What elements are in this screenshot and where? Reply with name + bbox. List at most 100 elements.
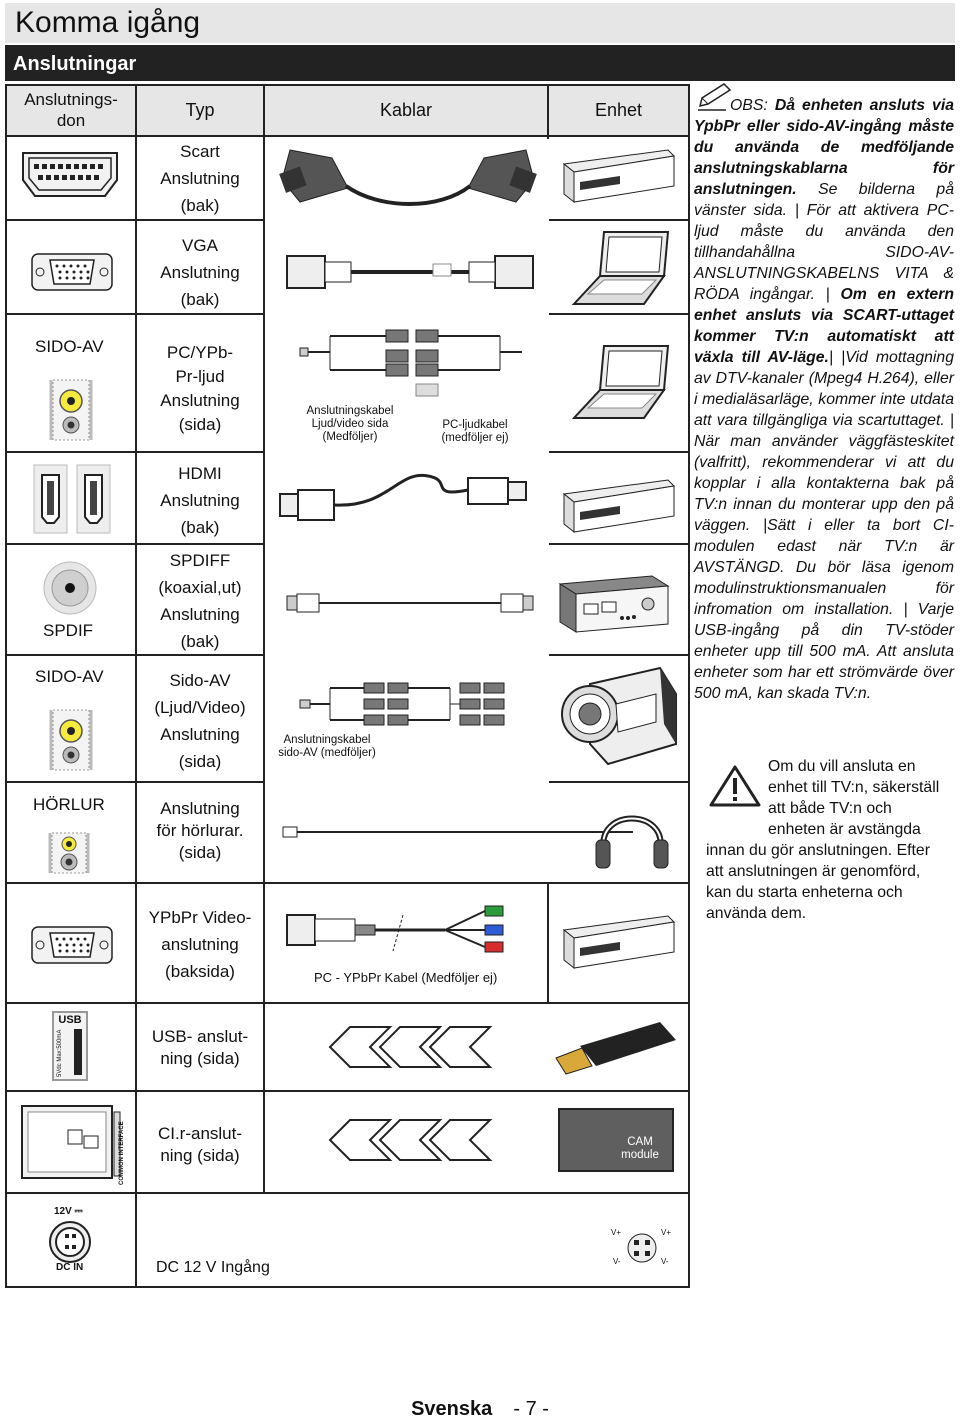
cam-module-label: CAM module bbox=[621, 1136, 659, 1161]
ypbpr-cable-label: PC - YPbPr Kabel (Medföljer ej) bbox=[314, 970, 498, 985]
vga-cable-icon bbox=[286, 255, 534, 289]
usb-port-spec: 5Vdc Max:500mA bbox=[57, 1029, 63, 1077]
camcorder-icon bbox=[561, 666, 677, 766]
vga-port-icon bbox=[31, 253, 113, 291]
spdif-port-icon bbox=[43, 561, 97, 615]
grid-hline bbox=[5, 1002, 690, 1004]
scart-port-icon bbox=[22, 152, 118, 197]
warning-body: Om du vill ansluta en enhet till TV:n, s… bbox=[706, 758, 940, 922]
dc-pin-diagram-icon bbox=[627, 1233, 657, 1263]
dvd-player-icon-3 bbox=[562, 915, 676, 970]
grid-hline bbox=[549, 219, 690, 221]
grid-vline bbox=[547, 84, 549, 139]
footer-page-number: - 7 - bbox=[513, 1398, 549, 1420]
grid-hline bbox=[5, 882, 690, 884]
dc-bottom-label: DC IN bbox=[56, 1262, 84, 1273]
grid-hline bbox=[5, 135, 690, 137]
cam-module-icon bbox=[558, 1108, 674, 1172]
grid-hline bbox=[549, 543, 690, 545]
usb-port-label: USB bbox=[58, 1014, 82, 1026]
ci-port-icon bbox=[21, 1105, 121, 1179]
obs-text-1: Se bilderna på vänster sida. | För att a… bbox=[694, 181, 954, 303]
side-av-port-icon bbox=[49, 379, 93, 441]
grid-hline bbox=[137, 781, 263, 783]
port-label-sideav-2: SIDO-AV bbox=[35, 667, 104, 686]
type-hdmi: HDMI Anslutning (bak) bbox=[160, 464, 240, 537]
insert-arrows-icon bbox=[328, 1026, 493, 1068]
grid-vline bbox=[135, 84, 137, 1288]
type-dc: DC 12 V Ingång bbox=[156, 1259, 270, 1276]
headphones-icon bbox=[595, 815, 669, 869]
note-pencil-icon bbox=[698, 83, 732, 111]
usb-slot bbox=[74, 1029, 82, 1075]
amplifier-icon bbox=[558, 575, 670, 633]
ypbpr-cable-icon bbox=[286, 905, 504, 953]
side-av-cable-label: Anslutningskabel sido-AV (medföljer) bbox=[278, 734, 376, 759]
dvd-player-icon bbox=[562, 149, 676, 204]
pin-label: V- bbox=[661, 1257, 669, 1266]
headphone-port-icon bbox=[48, 832, 90, 874]
grid-hline bbox=[5, 654, 135, 656]
grid-hline bbox=[137, 219, 263, 221]
header-type-label: Typ bbox=[185, 100, 215, 120]
grid-vline bbox=[263, 1004, 265, 1194]
connections-table bbox=[5, 84, 690, 1288]
header-type-bg bbox=[137, 86, 263, 135]
pin-label: V+ bbox=[611, 1228, 622, 1237]
ci-port-label: COMMON INTERFACE bbox=[119, 1121, 125, 1185]
side-av-port-icon-2 bbox=[49, 709, 93, 771]
header-device-bg bbox=[549, 86, 688, 135]
grid-hline bbox=[549, 451, 690, 453]
obs-bold: Då enheten ansluts via YpbPr eller sido-… bbox=[694, 97, 954, 198]
grid-vline bbox=[263, 84, 265, 1004]
usb-port-icon: USB 5Vdc Max:500mA bbox=[52, 1011, 88, 1081]
obs-label: OBS: bbox=[730, 97, 775, 114]
pc-audio-cable-label: PC-ljudkabel (medföljer ej) bbox=[441, 419, 509, 444]
port-label-headphone: HÖRLUR bbox=[33, 795, 105, 814]
scart-cable-icon bbox=[279, 149, 537, 206]
grid-hline bbox=[137, 313, 263, 315]
dvd-player-icon-2 bbox=[562, 479, 676, 534]
grid-hline bbox=[5, 1192, 690, 1194]
laptop-icon bbox=[571, 231, 670, 305]
ypbpr-port-icon bbox=[31, 926, 113, 964]
grid-hline bbox=[5, 219, 135, 221]
port-label-spdif: SPDIF bbox=[43, 621, 94, 640]
warning-text: Om du vill ansluta en enhet till TV:n, s… bbox=[706, 756, 946, 924]
side-av-cable-icon bbox=[299, 682, 505, 726]
av-cable-label: Anslutningskabel Ljud/video sida (Medföl… bbox=[306, 405, 394, 443]
insert-arrows-icon-2 bbox=[328, 1119, 493, 1161]
dc-port-icon bbox=[49, 1221, 91, 1263]
side-notes: OBS: Då enheten ansluts via YpbPr eller … bbox=[694, 95, 954, 704]
header-device-label: Enhet bbox=[594, 100, 643, 120]
grid-hline bbox=[549, 781, 690, 783]
header-cables-label: Kablar bbox=[379, 100, 433, 120]
obs-text-2: | |Vid mottagning av DTV-kanaler (Mpeg4 … bbox=[694, 349, 954, 702]
headphone-cable-icon bbox=[282, 826, 633, 838]
type-usb: USB- anslut- ning (sida) bbox=[151, 1027, 249, 1068]
grid-hline bbox=[137, 654, 263, 656]
type-headphone: Anslutning för hörlurar. (sida) bbox=[156, 799, 244, 862]
type-sideav: Sido-AV (Ljud/Video) Anslutning (sida) bbox=[154, 671, 246, 771]
type-pcaudio: PC/YPb- Pr-ljud Anslutning (sida) bbox=[160, 343, 240, 434]
pin-label: V- bbox=[613, 1257, 621, 1266]
section-title: Anslutningar bbox=[5, 45, 955, 81]
grid-vline bbox=[547, 882, 549, 1004]
port-label-sideav-1: SIDO-AV bbox=[35, 337, 104, 356]
type-spdif: SPDIFF (koaxial,ut) Anslutning (bak) bbox=[158, 551, 242, 651]
page-title: Komma igång bbox=[5, 3, 955, 43]
grid-hline bbox=[137, 451, 263, 453]
grid-hline bbox=[5, 543, 135, 545]
obs-bold-2: Om en extern enhet ansluts via SCART-utt… bbox=[694, 286, 954, 366]
grid-hline bbox=[5, 313, 135, 315]
grid-hline bbox=[137, 543, 263, 545]
warning-icon bbox=[709, 765, 761, 807]
grid-hline bbox=[549, 654, 690, 656]
grid-hline bbox=[5, 451, 135, 453]
type-scart: Scart Anslutning (bak) bbox=[160, 142, 240, 215]
footer-language: Svenska bbox=[411, 1398, 493, 1420]
type-ypbpr: YPbPr Video- anslutning (baksida) bbox=[148, 908, 252, 981]
header-ports-label: Anslutnings- don bbox=[24, 90, 118, 130]
spdif-cable-icon bbox=[286, 593, 534, 613]
footer: Svenska - 7 - bbox=[0, 1398, 960, 1421]
